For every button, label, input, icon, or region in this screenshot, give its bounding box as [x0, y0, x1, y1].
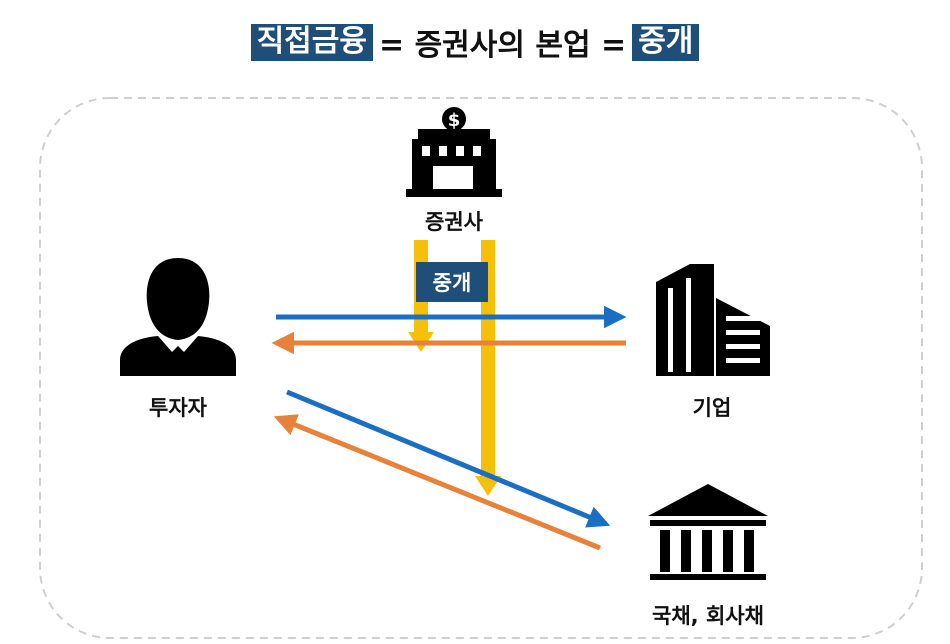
broker-label: 증권사	[425, 210, 483, 234]
svg-text:$: $	[448, 110, 461, 131]
bonds-label: 국채, 회사채	[652, 604, 764, 628]
office-building-icon	[656, 264, 770, 376]
title-highlight-direct-finance: 직접금융	[250, 23, 373, 61]
title-middle: = 증권사의 본업 =	[378, 28, 627, 63]
investor-label: 투자자	[149, 396, 207, 420]
invest-arrow-to-bonds	[286, 389, 611, 528]
return-arrow-from-bonds	[273, 414, 601, 551]
title-highlight-brokerage: 중개	[632, 23, 700, 61]
diagram-title: 직접금융 = 증권사의 본업 = 중개	[0, 14, 950, 70]
bank-building-icon: $	[406, 107, 502, 197]
dashed-frame	[39, 97, 923, 639]
person-icon	[120, 258, 236, 376]
brokerage-badge: 중개	[416, 262, 488, 302]
government-building-icon	[648, 484, 768, 580]
company-label: 기업	[692, 396, 732, 420]
